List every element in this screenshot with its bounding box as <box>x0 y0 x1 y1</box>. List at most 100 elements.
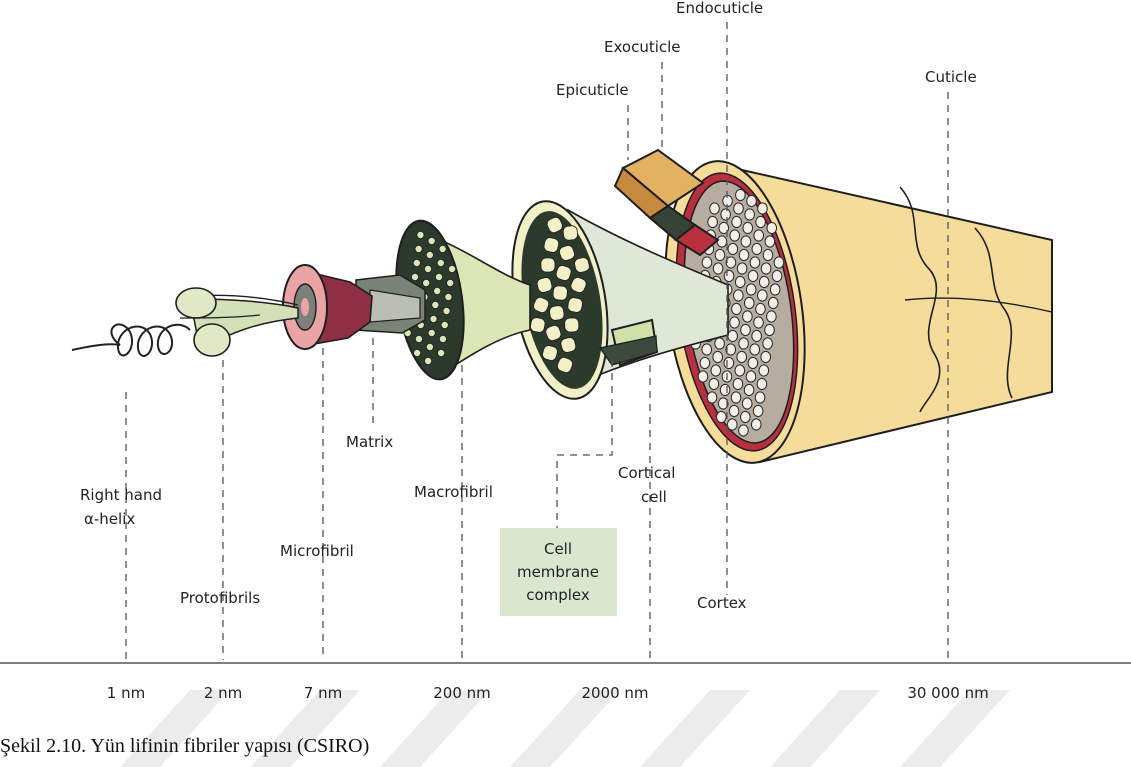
cortex-pore <box>750 257 760 268</box>
scale-label: 200 nm <box>433 684 491 702</box>
cortex-pore <box>702 344 712 355</box>
cortex-pore <box>707 392 717 403</box>
macrofibril-dot <box>415 245 422 252</box>
macrofibril-dot <box>423 279 430 286</box>
macrofibril-dot <box>424 357 431 364</box>
macrofibril-dot <box>426 251 433 258</box>
protofibrils-label: Protofibrils <box>180 589 260 607</box>
macrofibril-dot <box>435 273 442 280</box>
macrofibril-dot <box>417 231 424 238</box>
cortical-label: Cortical <box>618 464 675 482</box>
cortex-pore <box>735 365 745 376</box>
scale-label: 2 nm <box>204 684 242 702</box>
cortex-pore <box>765 236 775 247</box>
cortex-pore <box>735 276 745 287</box>
cortex-pore <box>728 330 738 341</box>
scale-label: 7 nm <box>304 684 342 702</box>
matrix-label: Matrix <box>346 433 393 451</box>
macrofibril-dot <box>424 265 431 272</box>
cortex-pore <box>734 203 744 214</box>
cortex-pore <box>772 270 782 281</box>
cortex-pore <box>717 236 727 247</box>
macrofibril-dot <box>434 287 441 294</box>
macrofibril-dot <box>439 245 446 252</box>
cortex-pore <box>750 344 760 355</box>
cortex-label: Cortex <box>697 594 747 612</box>
cortex-pore <box>711 365 721 376</box>
cmc-label-line3: complex <box>526 586 590 604</box>
macrofibril-dot <box>426 343 433 350</box>
cortex-pore <box>736 189 746 200</box>
macrofibril-label: Macrofibril <box>414 483 493 501</box>
cortex-pore <box>734 290 744 301</box>
cell-label: cell <box>641 488 667 506</box>
macrofibril-dot <box>414 349 421 356</box>
macrofibril-dot <box>439 335 446 342</box>
cortex-pore <box>700 357 710 368</box>
cortex-pore <box>708 216 718 227</box>
cortex-pore <box>741 411 751 422</box>
cortex-pore <box>713 351 723 362</box>
scale-label: 1 nm <box>107 684 145 702</box>
cortex-pore <box>770 284 780 295</box>
macrofibril-chunk <box>565 318 579 332</box>
exocuticle-label: Exocuticle <box>604 38 681 56</box>
cortex-pore <box>741 324 751 335</box>
macrofibril-dot <box>413 259 420 266</box>
cortex-pore <box>724 357 734 368</box>
cortex-pore <box>756 303 766 314</box>
macrofibril-dot <box>428 329 435 336</box>
macrofibril-dot <box>448 265 455 272</box>
macrofibril-dot <box>432 301 439 308</box>
macrofibril-chunk <box>541 258 555 272</box>
macrofibril-dot <box>428 237 435 244</box>
cortex-pore <box>720 384 730 395</box>
cortex-pore <box>713 263 723 274</box>
cortex-pore <box>754 230 764 241</box>
cortex-pore <box>754 317 764 328</box>
cortex-pore <box>729 405 739 416</box>
endocuticle-label: Endocuticle <box>676 0 763 17</box>
cortex-pore <box>737 351 747 362</box>
cortex-pore <box>724 270 734 281</box>
cortex-pore <box>747 195 757 206</box>
cortex-pore <box>715 338 725 349</box>
cortex-pore <box>763 249 773 260</box>
cortex-pore <box>743 222 753 233</box>
cortex-pore <box>702 257 712 268</box>
cortex-pore <box>732 216 742 227</box>
cortex-pore <box>746 284 756 295</box>
cortex-pore <box>753 405 763 416</box>
macrofibril-dot <box>437 259 444 266</box>
cortex-pore <box>759 276 769 287</box>
cortex-pore <box>755 392 765 403</box>
figure-caption: Şekil 2.10. Yün lifinin fibriler yapısı … <box>0 735 369 757</box>
macrofibril-dot <box>438 349 445 356</box>
macrofibril-chunk <box>549 305 565 321</box>
cortex-pore <box>728 243 738 254</box>
cortex-pore <box>744 297 754 308</box>
alpha-helix-coil <box>72 324 190 355</box>
cortex-pore <box>727 419 737 430</box>
cortex-pore <box>731 392 741 403</box>
cortex-pore <box>758 203 768 214</box>
cortex-pore <box>765 324 775 335</box>
scale-label: 2000 nm <box>581 684 648 702</box>
macrofibril-dot <box>430 315 437 322</box>
macrofibril-dot <box>445 293 452 300</box>
macrofibril-dot <box>411 273 418 280</box>
cortex-pore <box>751 419 761 430</box>
cortex-pore <box>746 371 756 382</box>
cortex-pore <box>709 378 719 389</box>
protofibrils <box>176 288 298 356</box>
cortex-pore <box>739 425 749 436</box>
right-hand-label: Right hand <box>80 486 162 504</box>
macrofibril-dot <box>443 307 450 314</box>
macrofibril-chunk <box>553 285 568 300</box>
cortex-pore <box>763 338 773 349</box>
cortex-pore <box>752 330 762 341</box>
cortex-pore <box>761 263 771 274</box>
cortex-pore <box>721 209 731 220</box>
cortex-pore <box>767 311 777 322</box>
cortex-pore <box>739 249 749 260</box>
